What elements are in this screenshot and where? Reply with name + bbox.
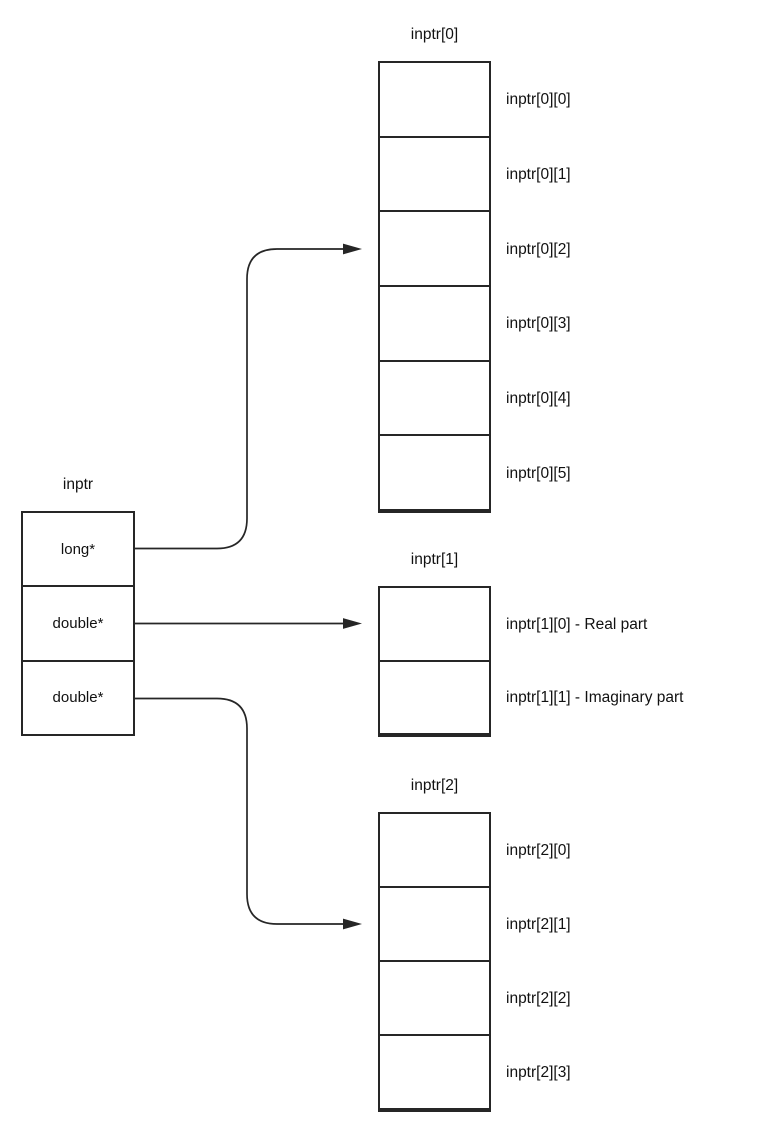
cell-label: inptr[2][3]: [506, 1064, 571, 1081]
cell-label: inptr[1][1] - Imaginary part: [506, 689, 684, 707]
cell-label: inptr[0][2]: [506, 240, 571, 258]
arrow-double-to-array2-line: [135, 697, 344, 925]
cell-label: inptr[0][4]: [506, 390, 571, 408]
arrowhead-icon: [343, 243, 362, 255]
pointer-cell-double-2: double*: [52, 689, 104, 707]
pointer-cell-double-1: double*: [23, 587, 133, 662]
cell-label: inptr[1][0] - Real part: [506, 615, 648, 633]
pointer-table-title: inptr: [62, 476, 94, 493]
cell-label: inptr[2][0]: [506, 842, 571, 859]
cell-label: inptr[2][1]: [506, 916, 571, 933]
array-table-inptr2: inptr[2] inptr[2][0] inptr[2][1] inptr[2…: [378, 777, 571, 1112]
pointer-table-inptr: inptr long* double* double*: [21, 476, 135, 736]
array-cell: [380, 287, 489, 362]
array-labels: inptr[1][0] - Real part inptr[1][1] - Im…: [506, 588, 768, 735]
array-table-inptr0: inptr[0] inptr[0][0] inptr[0][1] inptr[0…: [378, 26, 571, 513]
array-cell: [380, 962, 489, 1036]
arrowhead-icon: [343, 918, 362, 930]
array-table-inptr1: inptr[1] inptr[1][0] - Real part inptr[1…: [378, 551, 683, 737]
cell-label: inptr[0][0]: [506, 91, 571, 109]
array-cell: [380, 1036, 489, 1110]
array-cell: [380, 888, 489, 962]
array-labels: inptr[0][0] inptr[0][1] inptr[0][2] inpt…: [506, 63, 768, 511]
array-labels: inptr[2][0] inptr[2][1] inptr[2][2] inpt…: [506, 814, 768, 1110]
array-cell: [380, 362, 489, 437]
array-title: inptr[1]: [410, 551, 459, 568]
array-cell: [380, 814, 489, 888]
cell-label: inptr[0][1]: [506, 166, 571, 183]
array-cell: [380, 63, 489, 138]
cell-label: inptr[0][3]: [506, 315, 571, 333]
cell-label: inptr[2][2]: [506, 990, 571, 1007]
array-title: inptr[2]: [410, 777, 459, 794]
array-cell: [380, 662, 489, 735]
array-cell: [380, 588, 489, 662]
array-cell: [380, 436, 489, 512]
array-title: inptr[0]: [410, 26, 459, 43]
array-cell: [380, 212, 489, 288]
array-cell: [380, 138, 489, 213]
cell-label: inptr[0][5]: [506, 464, 571, 482]
arrow-long-to-array0-line: [135, 248, 344, 550]
pointer-cell-long: long*: [23, 513, 133, 588]
arrowhead-icon: [343, 618, 362, 629]
